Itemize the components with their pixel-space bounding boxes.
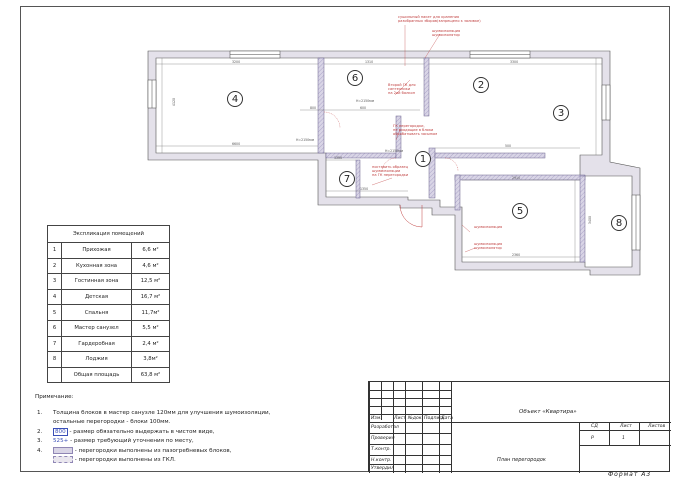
note-item: 2.800 - размер обязательно выдержать в ч… — [37, 427, 215, 436]
explication-title: Экспликация помещений — [47, 225, 170, 243]
note-item: 1.Толщина блоков в мастер санузле 120мм … — [37, 409, 271, 416]
tb-sheet-title: План перегородок — [497, 457, 546, 463]
room-number-6: 6 — [347, 70, 363, 86]
tb-row-tkontr: Т.контр. — [371, 447, 391, 452]
dim-label: 1350 — [334, 156, 343, 160]
tb-header-ndoc: №док. — [408, 416, 423, 421]
notes-block: Примечание: 1.Толщина блоков в мастер са… — [35, 393, 270, 466]
dim-label: 600 — [360, 106, 367, 110]
tb-row-proveril: Проверил — [371, 436, 395, 441]
room-number-5: 5 — [512, 203, 528, 219]
room-number-2: 2 — [473, 77, 489, 93]
dim-label: H=2150мм — [356, 99, 374, 103]
tb-row-nkontr: Н.контр. — [371, 458, 392, 463]
room-number-4: 4 — [227, 91, 243, 107]
dim-label: 1350 — [360, 187, 369, 191]
tb-stage-header: СД — [591, 424, 598, 429]
note-item: остальные перегородки - блоки 100мм. — [53, 419, 171, 425]
tb-header-list: Лист — [394, 416, 406, 421]
format-label: Формат А3 — [608, 471, 652, 478]
title-block: Изм. Лист №док. Подпись Дата Разработал … — [368, 381, 671, 473]
room-number-8: 8 — [611, 215, 627, 231]
tb-stage-value: Р — [591, 436, 594, 441]
room-number-1: 1 — [415, 151, 431, 167]
annotation-mid: Второй ГК для сантехники на 2ой балкон — [388, 83, 416, 96]
tb-object: Объект «Квартира» — [519, 409, 577, 415]
tb-sheet-header: Лист — [620, 424, 632, 429]
dim-label: H=2150мм — [296, 138, 314, 142]
tb-sheets-header: Листов — [648, 424, 666, 429]
annotation-bath-bottom: шумоизоляция шумоизолятор — [474, 242, 503, 251]
dim-label: 500 — [505, 144, 512, 148]
annotation-bath-top: шумоизоляция — [474, 225, 503, 229]
annotation-top-small: шумоизоляция шумоизолятор — [432, 29, 461, 38]
tb-row-razrabotal: Разработал — [371, 425, 399, 430]
dim-label: 1310 — [365, 60, 374, 64]
dim-label: 800 — [310, 106, 317, 110]
annotation-center: ГК перегородки, не входящие в блоки обра… — [393, 124, 438, 137]
dim-label: 3200 — [232, 60, 241, 64]
notes-title: Примечание: — [35, 394, 74, 400]
dim-label: 3400 — [588, 215, 593, 225]
tb-header-data: Дата — [441, 416, 453, 421]
note-item: 4. - перегородки выполнены из пазогребне… — [37, 446, 232, 454]
room-number-7: 7 — [339, 171, 355, 187]
legend-blocks-swatch — [53, 446, 73, 454]
room-number-3: 3 — [553, 105, 569, 121]
drawing-sheet-frame — [20, 6, 670, 472]
tb-header-izm: Изм. — [371, 416, 382, 421]
note-item: 3.525+ - размер требующий уточнения по м… — [37, 438, 194, 444]
dim-label: H=2150мм — [385, 149, 403, 153]
dim-label: 3300 — [510, 60, 519, 64]
tb-header-podpis: Подпись — [424, 416, 445, 421]
annotation-hall: поставить образец шумоизоляции на ГК пер… — [372, 165, 409, 178]
tb-row-utverdil: Утвердил — [371, 466, 395, 471]
tb-sheet-value: 1 — [622, 436, 625, 441]
note-item: - перегородки выполнены из ГКЛ. — [35, 456, 270, 466]
annotation-top: сушильный пакет для хранения разобранных… — [398, 15, 481, 24]
dim-label: 2910 — [512, 176, 521, 180]
dim-label: 2360 — [512, 253, 521, 257]
legend-gkl-swatch — [53, 456, 73, 463]
dim-label: 4120 — [172, 97, 177, 107]
dim-label: 6600 — [232, 142, 241, 146]
